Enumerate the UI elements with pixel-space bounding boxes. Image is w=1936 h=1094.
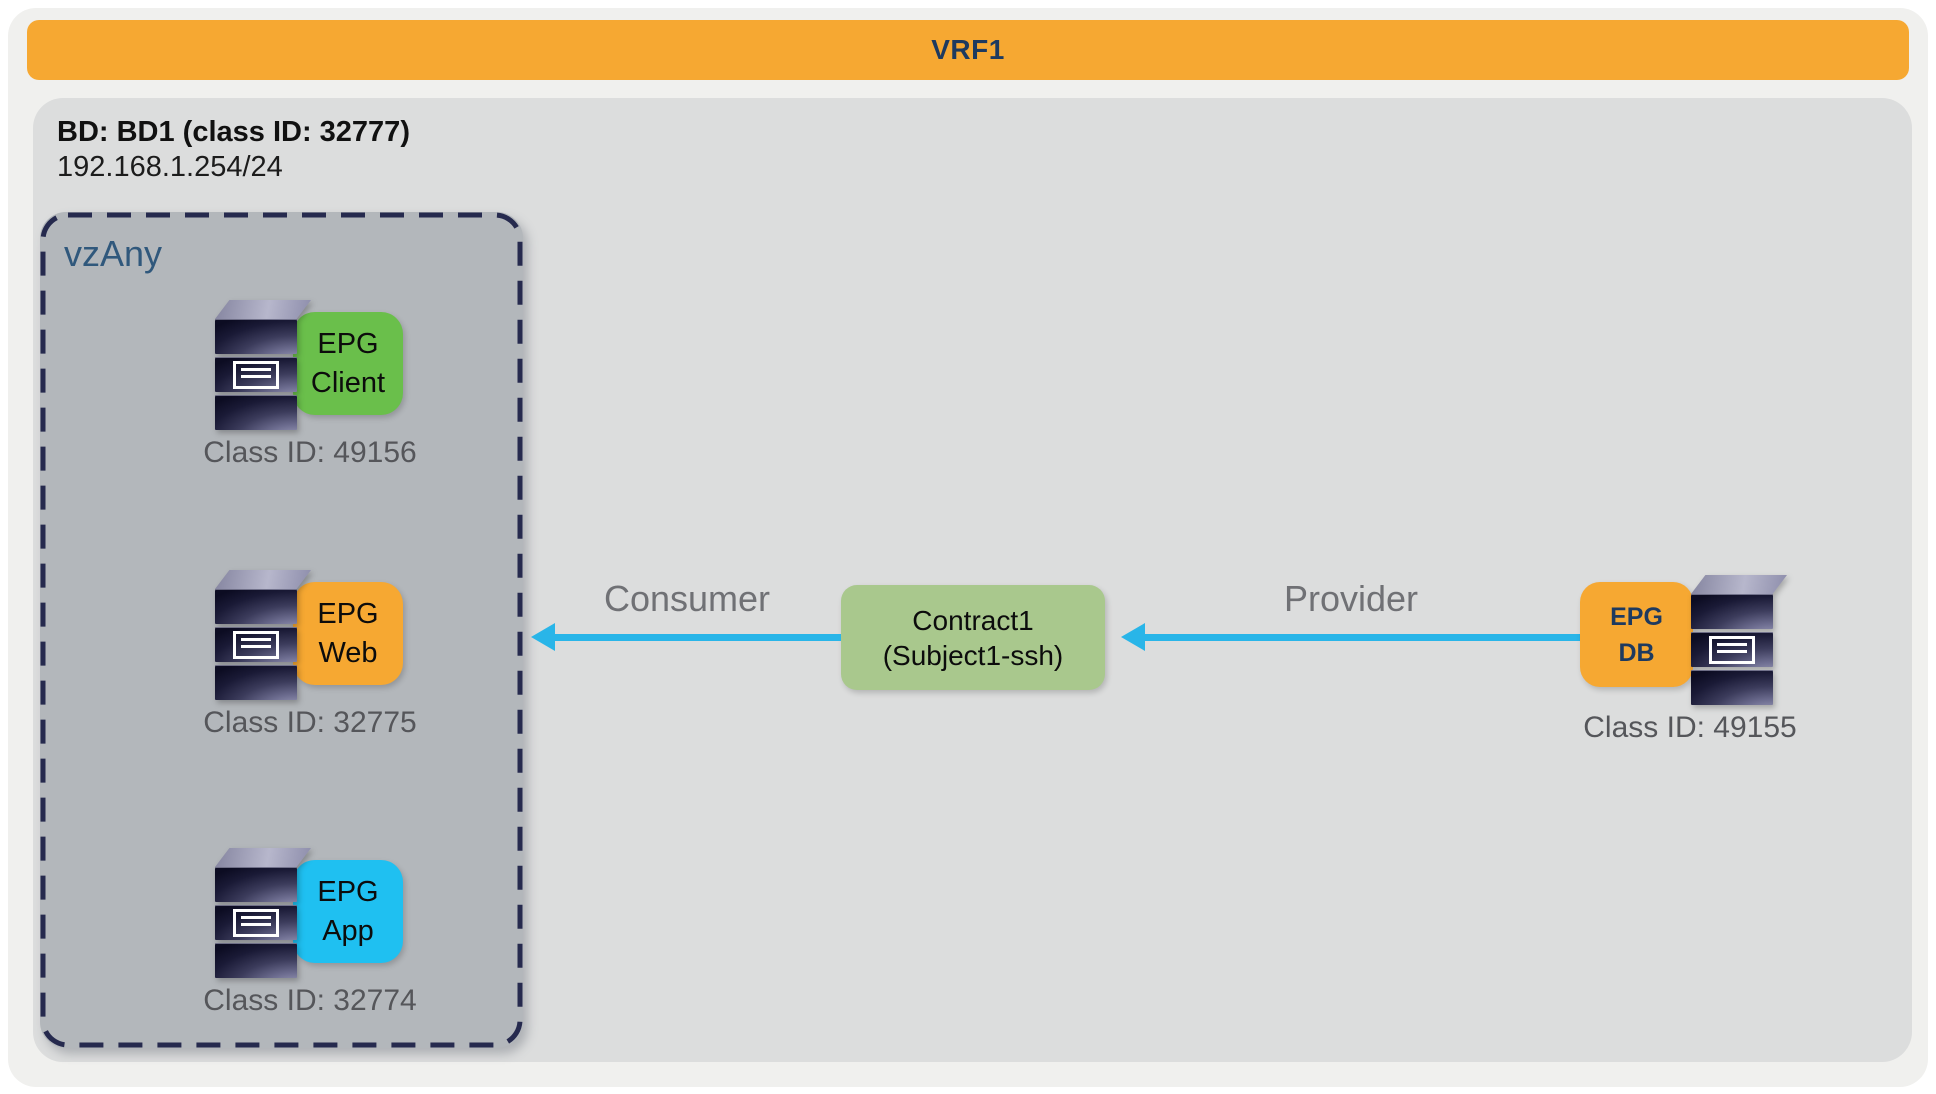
consumer-label: Consumer (603, 578, 771, 619)
server-icon (215, 848, 311, 978)
bd-subnet: 192.168.1.254/24 (57, 151, 283, 183)
drive-slot-icon (233, 630, 279, 659)
bd-title: BD: BD1 (class ID: 32777) (57, 116, 410, 148)
server-top-face (215, 848, 311, 867)
server-front-face (215, 319, 297, 430)
drive-slot-icon (1709, 635, 1755, 664)
contract-name: Contract1 (912, 604, 1034, 636)
epg-node-client: EPG Client Class ID: 49156 (203, 300, 417, 470)
epg-label-app: EPG App (293, 860, 403, 963)
epg-label-db: EPG DB (1580, 582, 1693, 687)
vzany-dashed-border (40, 212, 523, 1048)
vrf-label: VRF1 (931, 34, 1005, 65)
server-icon (1691, 575, 1787, 705)
vrf-banner: VRF1 (27, 20, 1909, 80)
vzany-label: vzAny (64, 233, 163, 274)
server-top-face (215, 300, 311, 319)
consumer-arrow (553, 634, 841, 641)
epg-node-web: EPG Web Class ID: 32775 (203, 570, 417, 740)
contract-box: Contract1 (Subject1-ssh) (841, 585, 1105, 690)
server-front-face (215, 589, 297, 700)
contract-subject: (Subject1-ssh) (882, 639, 1064, 671)
class-id-label: Class ID: 49156 (203, 436, 417, 469)
class-id-label: Class ID: 32774 (203, 984, 417, 1017)
drive-slot-icon (233, 908, 279, 937)
class-id-label: Class ID: 49155 (1583, 711, 1797, 744)
server-front-face (215, 867, 297, 978)
server-top-face (1691, 575, 1787, 594)
provider-arrow (1144, 634, 1580, 641)
server-icon (215, 300, 311, 430)
class-id-label: Class ID: 32775 (203, 706, 417, 739)
epg-label-client: EPG Client (293, 312, 403, 415)
drive-slot-icon (233, 360, 279, 389)
server-icon (215, 570, 311, 700)
server-top-face (215, 570, 311, 589)
epg-node-db: EPG DB Class ID: 49155 (1580, 575, 1797, 745)
epg-label-web: EPG Web (293, 582, 403, 685)
epg-node-app: EPG App Class ID: 32774 (203, 848, 417, 1018)
provider-label: Provider (1283, 578, 1419, 619)
server-front-face (1691, 594, 1773, 705)
